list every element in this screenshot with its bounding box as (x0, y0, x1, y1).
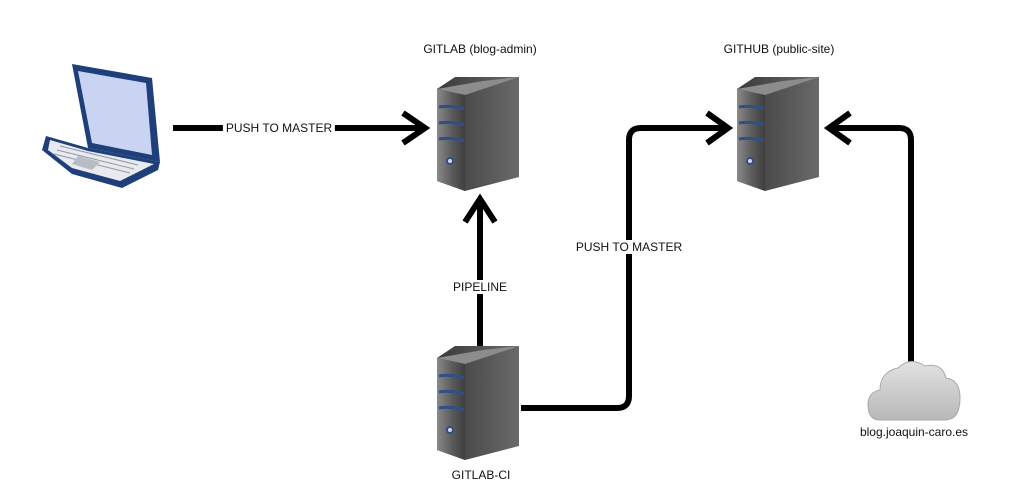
github-server-icon (735, 75, 821, 193)
edge-blog-to-github (823, 110, 914, 362)
gitlab-ci-server-icon (435, 344, 521, 462)
edge-laptop-to-gitlab-label: PUSH TO MASTER (222, 121, 336, 135)
edge-ci-to-gitlab-label: PIPELINE (449, 280, 511, 294)
github-label: GITHUB (public-site) (723, 42, 835, 56)
gitlab-ci-label: GITLAB-CI (451, 468, 511, 482)
gitlab-server-icon (435, 75, 521, 193)
laptop-icon (42, 64, 160, 188)
edge-ci-to-gitlab (462, 193, 498, 346)
gitlab-label: GITLAB (blog-admin) (423, 42, 537, 56)
cloud-icon (867, 361, 961, 421)
edge-ci-to-github-label: PUSH TO MASTER (572, 240, 686, 254)
blog-label: blog.joaquin-caro.es (859, 425, 969, 439)
edge-ci-to-github (521, 110, 734, 411)
